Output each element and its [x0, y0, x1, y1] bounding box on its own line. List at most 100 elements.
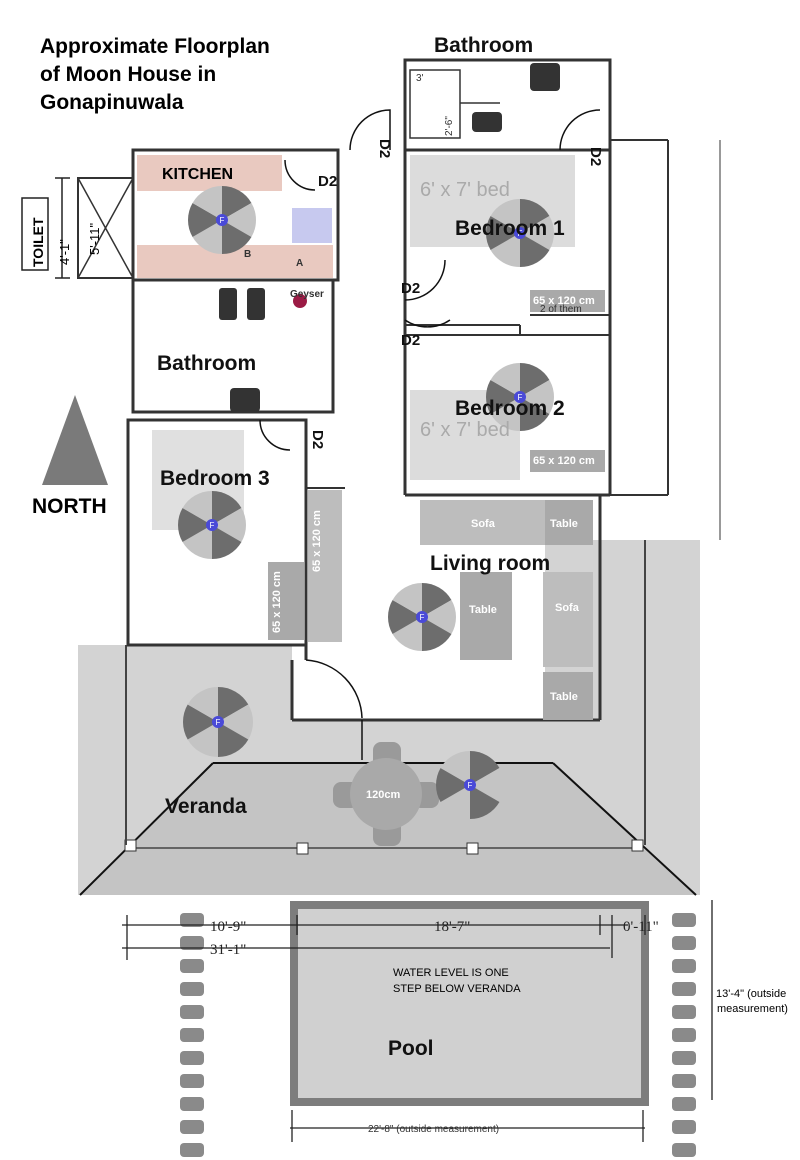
door-label-d2-bedroom3: D2 [309, 430, 326, 449]
ceiling-fans: F F F F F F F [178, 186, 554, 819]
pool [290, 901, 649, 1106]
fan-icon: F [178, 491, 246, 559]
step-block [180, 913, 204, 927]
door-label-d2-kitchen: D2 [318, 173, 337, 190]
room-label-pool: Pool [388, 1037, 434, 1060]
pool-side-steps [180, 913, 696, 1157]
pool-note-line2: STEP BELOW VERANDA [393, 983, 521, 995]
fan-label: F [220, 216, 225, 225]
bath-dim-26: 2'-6" [444, 116, 455, 136]
bed-label-bedroom1: 6' x 7' bed [420, 179, 510, 201]
kitchen-mark-a: A [296, 258, 303, 269]
round-table-label: 120cm [366, 789, 400, 801]
toilet-dim-height: 5'-11" [87, 222, 102, 255]
step-block [672, 936, 696, 950]
room-label-toilet: TOILET [30, 217, 46, 267]
wardrobe-label-bedroom3-a: 65 x 120 cm [311, 510, 323, 572]
wardrobe-label-bedroom2: 65 x 120 cm [533, 455, 595, 467]
door-label-d2-top-left: D2 [376, 139, 393, 158]
pool-width-dim: 22'-8" (outside measurement) [368, 1124, 499, 1135]
pool-note-line1: WATER LEVEL IS ONE [393, 967, 509, 979]
table-label-top: Table [550, 518, 578, 530]
dimension-d3: 0'-11" [623, 919, 659, 935]
step-block [180, 1097, 204, 1111]
fan-icon: F [388, 583, 457, 651]
page-title-line3: Gonapinuwala [40, 91, 184, 114]
room-label-veranda: Veranda [165, 795, 247, 818]
door-label-d2-bedroom1: D2 [401, 280, 420, 297]
step-block [672, 1005, 696, 1019]
step-block [180, 1120, 204, 1134]
step-block [180, 1051, 204, 1065]
door-label-d2-top-right: D2 [587, 147, 604, 166]
fan-icon: F [183, 687, 253, 757]
pool-height-dim-line2: measurement) [717, 1003, 788, 1015]
fan-icon: F [486, 363, 554, 431]
step-block [672, 959, 696, 973]
page-title-line1: Approximate Floorplan [40, 35, 270, 58]
fan-label: F [210, 521, 215, 530]
fan-icon: F [436, 751, 504, 819]
furniture-blocks [268, 290, 605, 720]
step-block [180, 936, 204, 950]
fan-label: F [518, 229, 523, 238]
step-block [180, 1028, 204, 1042]
room-label-bathroom-mid: Bathroom [157, 352, 256, 375]
wardrobe-label-bedroom1: 65 x 120 cm [533, 295, 595, 307]
geyser-icon [293, 294, 307, 308]
room-label-bedroom2: Bedroom 2 [455, 397, 565, 420]
toilet-dim-width: 4'-1" [57, 239, 72, 265]
dimension-lines [122, 900, 713, 1142]
pool-height-dim-line1: 13'-4" (outside [716, 988, 786, 1000]
bath-dim-3: 3' [416, 73, 424, 84]
dimension-total: 31'-1" [210, 942, 246, 958]
north-arrow-icon [42, 395, 108, 485]
sofa-label-top: Sofa [471, 518, 496, 530]
dimension-d1: 10'-9" [210, 919, 246, 935]
wardrobe-note: 2 of them [540, 304, 582, 315]
door-swings [259, 109, 601, 760]
table-label-center: Table [469, 604, 497, 616]
fan-label: F [216, 718, 221, 727]
room-label-bedroom3: Bedroom 3 [160, 467, 270, 490]
fan-icon: F [486, 198, 554, 267]
step-block [672, 1051, 696, 1065]
sofa-label-right: Sofa [555, 602, 580, 614]
room-label-living: Living room [430, 552, 550, 575]
door-label-d2-bedroom2: D2 [401, 332, 420, 349]
geyser-label: Geyser [290, 289, 324, 300]
step-block [672, 1097, 696, 1111]
table-label-bottom: Table [550, 691, 578, 703]
step-block [180, 1143, 204, 1157]
room-label-bedroom1: Bedroom 1 [455, 217, 565, 240]
fan-label: F [420, 613, 425, 622]
step-block [672, 1143, 696, 1157]
step-block [180, 1074, 204, 1088]
step-block [672, 913, 696, 927]
dimension-d2: 18'-7" [434, 919, 470, 935]
bed-label-bedroom2: 6' x 7' bed [420, 419, 510, 441]
fan-icon: F [187, 186, 256, 254]
step-block [180, 982, 204, 996]
step-block [672, 1120, 696, 1134]
step-block [180, 959, 204, 973]
room-label-bathroom-top: Bathroom [434, 34, 533, 57]
wardrobe-label-bedroom3-b: 65 x 120 cm [271, 571, 283, 633]
toilet-dimension-marks [21, 177, 70, 279]
room-label-kitchen: KITCHEN [162, 166, 233, 183]
compass-label: NORTH [32, 495, 107, 518]
kitchen-mark-b: B [244, 249, 251, 260]
step-block [672, 1028, 696, 1042]
step-block [180, 1005, 204, 1019]
fan-label: F [468, 781, 473, 790]
page-title-line2: of Moon House in [40, 63, 216, 86]
round-table [333, 742, 439, 846]
step-block [672, 982, 696, 996]
fan-label: F [518, 393, 523, 402]
kitchen-counters [137, 155, 333, 278]
bathroom-mid-fixtures [219, 288, 307, 412]
bathroom-top-fixtures [472, 63, 560, 132]
step-block [672, 1074, 696, 1088]
